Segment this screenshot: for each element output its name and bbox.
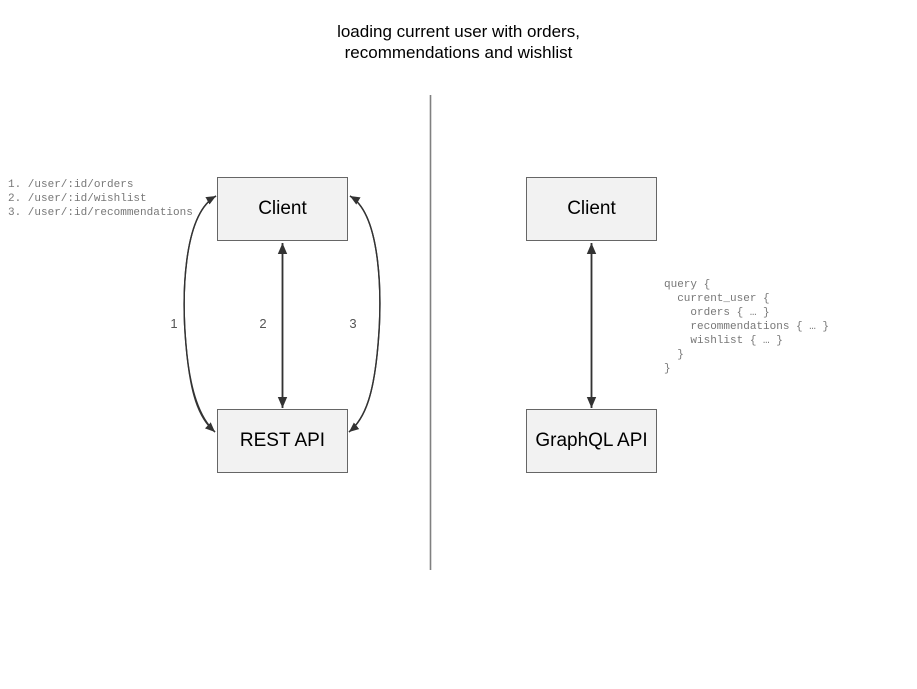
edge-arrow-3	[348, 195, 381, 433]
edge-label-3: 3	[349, 316, 357, 331]
node-client-graphql[interactable]: Client	[526, 177, 657, 241]
node-client-rest[interactable]: Client	[217, 177, 348, 241]
edge-label-1: 1	[170, 316, 178, 331]
edge-arrow-1-return	[183, 195, 217, 433]
page-title: loading current user with orders, recomm…	[337, 22, 580, 62]
graphql-query-block: query { current_user { orders { … } reco…	[664, 279, 830, 375]
node-rest-api[interactable]: REST API	[217, 409, 348, 473]
edge-arrow-1	[183, 195, 217, 433]
edge-arrow-3-return	[348, 195, 381, 433]
node-graphql-api[interactable]: GraphQL API	[526, 409, 657, 473]
rest-endpoints-list: 1. /user/:id/orders 2. /user/:id/wishlis…	[8, 179, 193, 219]
edge-label-2: 2	[259, 316, 267, 331]
